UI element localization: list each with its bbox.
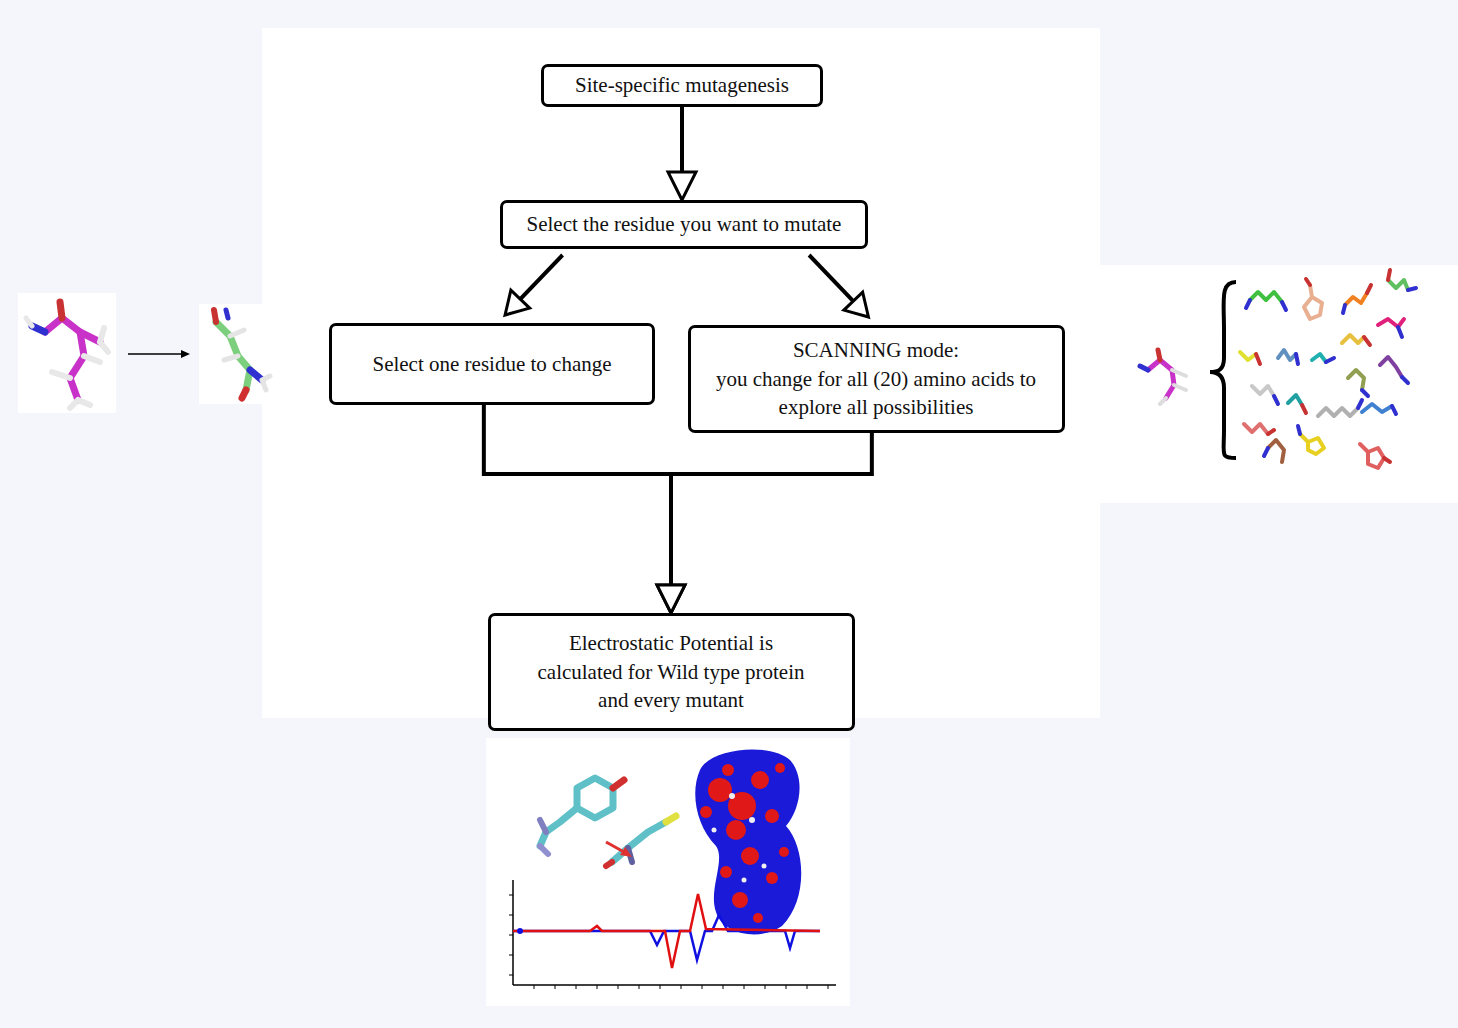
potential-chart [509, 880, 836, 989]
connector-line [520, 255, 562, 299]
box-text: Electrostatic Potential is calculated fo… [536, 629, 806, 714]
panel [1100, 265, 1458, 503]
box-text: Site-specific mutagenesis [575, 71, 789, 99]
arrowhead [668, 172, 696, 200]
arrow [606, 842, 624, 852]
connector-line [671, 433, 872, 585]
process-box: SCANNING mode:you change for all (20) am… [688, 325, 1065, 433]
arrow [128, 353, 182, 355]
process-box: Site-specific mutagenesis [541, 64, 823, 107]
box-text: SCANNING mode: [793, 336, 959, 364]
arrowhead [844, 292, 869, 317]
arrowhead [505, 290, 530, 315]
connector-line [680, 107, 684, 172]
process-box: Electrostatic Potential is calculated fo… [488, 613, 855, 731]
arrowhead [620, 847, 632, 857]
box-text: Select the residue you want to mutate [527, 210, 842, 238]
process-box: Select one residue to change [329, 323, 655, 405]
amino-acid-set [1240, 270, 1416, 468]
flow-arrow [668, 107, 696, 200]
brace [1210, 282, 1236, 458]
process-box: Select the residue you want to mutate [500, 200, 868, 249]
box-text: Select one residue to change [372, 350, 611, 378]
box-text: you change for all (20) amino acids to e… [703, 365, 1050, 422]
connector-line [809, 255, 853, 301]
panel [18, 293, 116, 413]
protein-surface [695, 749, 801, 934]
flow-arrow [657, 433, 872, 613]
flow-arrow [505, 255, 563, 315]
molecule [1140, 350, 1186, 404]
connector-line [484, 405, 671, 585]
flow-arrow [809, 255, 868, 317]
panel [199, 304, 274, 404]
panel [486, 738, 850, 1006]
molecule [26, 302, 108, 408]
mutation-molecules [540, 778, 676, 866]
flow-arrow [484, 405, 685, 613]
arrowhead [657, 585, 685, 613]
arrowhead [657, 585, 685, 613]
arrowhead [181, 350, 190, 358]
molecule [214, 310, 270, 398]
